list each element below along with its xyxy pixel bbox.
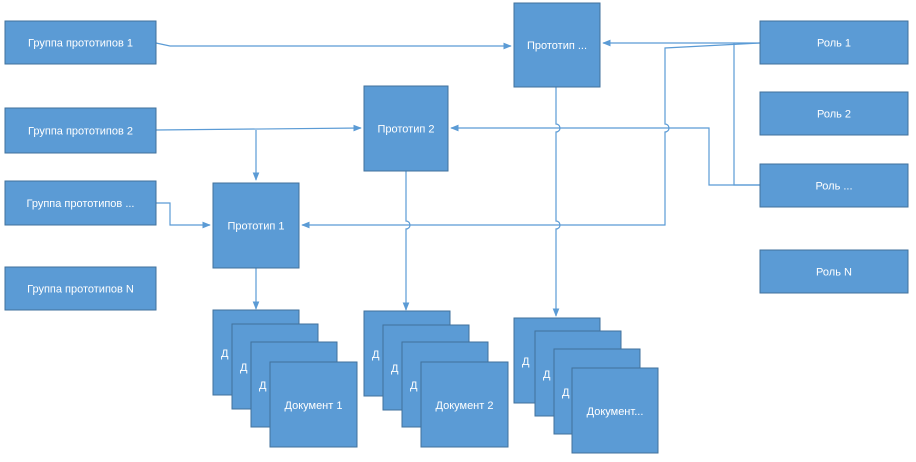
- role-box-2[interactable]: Роль 2: [759, 91, 909, 136]
- prototype-1-box[interactable]: Прототип 1: [212, 182, 300, 269]
- group-box-1[interactable]: Группа прототипов 1: [4, 20, 157, 65]
- document-stack-2[interactable]: Д Д Д Документ 2: [363, 310, 509, 448]
- connector-group-n-to-prototype-1: [156, 202, 211, 229]
- doc1-back-label-b: Д: [240, 362, 248, 374]
- connector-group2-to-prototype-2: [155, 124, 362, 132]
- document-stack-1[interactable]: Д Д Д Документ 1: [212, 309, 358, 448]
- document-stack-n[interactable]: Д Д Д Документ...: [513, 317, 659, 454]
- connectors: [155, 39, 761, 317]
- role-box-1[interactable]: Роль 1: [759, 20, 909, 65]
- group-box-3[interactable]: Группа прототипов ...: [4, 180, 157, 226]
- role-box-3[interactable]: Роль ...: [759, 163, 909, 208]
- docn-back-label-a: Д: [522, 356, 530, 368]
- prototype-1-label: Прототип 1: [227, 221, 284, 233]
- connector-prototype-n-to-doc-n: [552, 87, 561, 317]
- prototype-n-box[interactable]: Прототип ...: [513, 2, 601, 88]
- docn-back-label-b: Д: [543, 369, 551, 381]
- connector-group1-to-prototype-n: [155, 42, 512, 50]
- doc1-label: Документ 1: [285, 400, 343, 412]
- group-box-4[interactable]: Группа прототипов N: [4, 266, 157, 311]
- doc1-back-label-c: Д: [259, 380, 267, 392]
- group-box-2[interactable]: Группа прототипов 2: [4, 107, 157, 154]
- group-label-1: Группа прототипов 1: [28, 38, 133, 50]
- prototype-n-label: Прототип ...: [527, 40, 587, 52]
- doc2-label: Документ 2: [436, 400, 494, 412]
- role-box-4[interactable]: Роль N: [759, 249, 909, 294]
- doc1-back-label-a: Д: [221, 348, 229, 360]
- doc2-back-label-a: Д: [372, 349, 380, 361]
- prototype-2-label: Прототип 2: [377, 124, 434, 136]
- docn-label: Документ...: [587, 406, 644, 418]
- connector-role-n-to-role1-bus: [733, 43, 760, 186]
- group-label-2: Группа прототипов 2: [28, 126, 133, 138]
- connector-roles-to-prototype-2: [450, 124, 760, 186]
- prototype-2-box[interactable]: Прототип 2: [363, 85, 449, 172]
- connector-prototype-2-to-doc-2: [402, 171, 411, 311]
- role-label-4: Роль N: [816, 267, 852, 279]
- doc2-back-label-c: Д: [410, 380, 418, 392]
- doc2-back-label-b: Д: [391, 363, 399, 375]
- docn-back-label-c: Д: [562, 387, 570, 399]
- role-label-3: Роль ...: [815, 181, 852, 193]
- role-label-2: Роль 2: [817, 109, 851, 121]
- group-label-4: Группа прототипов N: [27, 284, 134, 296]
- group-label-3: Группа прототипов ...: [27, 198, 135, 210]
- role-label-1: Роль 1: [817, 38, 851, 50]
